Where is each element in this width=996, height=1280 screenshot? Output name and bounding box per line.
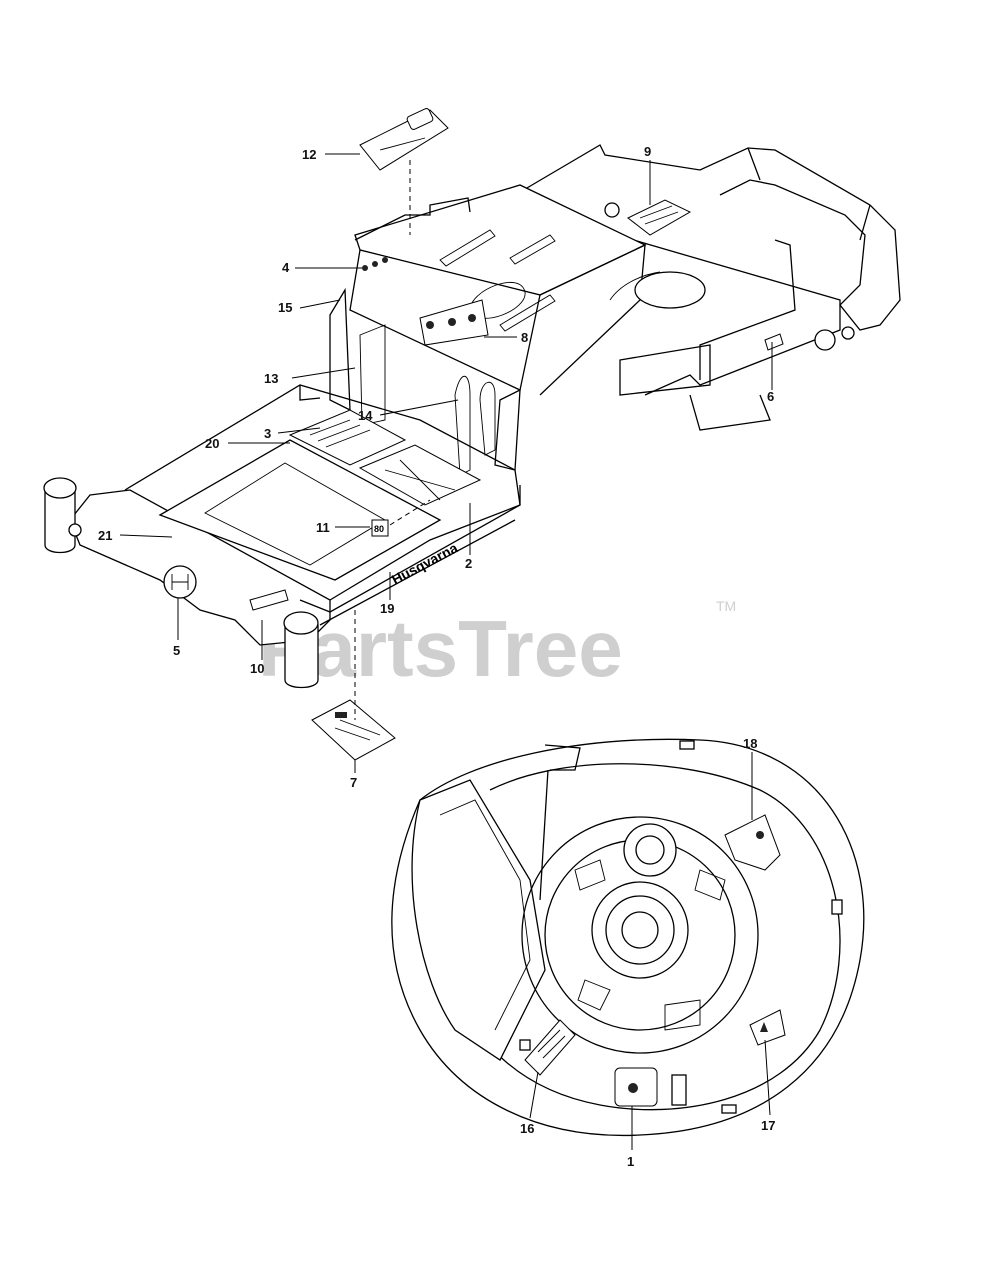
decal-12: [359, 108, 449, 171]
part-label-2: 2: [465, 556, 472, 571]
decal-18: [724, 814, 781, 871]
part-label-19: 19: [380, 601, 394, 616]
decal-7: [311, 699, 396, 761]
part-label-14: 14: [358, 408, 373, 423]
leader-lines: [119, 153, 773, 1150]
part-label-18: 18: [743, 736, 757, 751]
part-label-9: 9: [644, 144, 651, 159]
part-label-21: 21: [98, 528, 112, 543]
husqvarna-logo-decal: [163, 565, 197, 599]
decal-6: [764, 333, 784, 351]
part-label-6: 6: [767, 389, 774, 404]
decal-11-text: 80: [374, 524, 384, 534]
brand-text: Husqvarna: [389, 539, 461, 587]
decal-1: [614, 1067, 687, 1107]
part-label-7: 7: [350, 775, 357, 790]
part-label-12: 12: [302, 147, 316, 162]
decal-11: 80: [371, 519, 389, 537]
part-label-8: 8: [521, 330, 528, 345]
part-label-1: 1: [627, 1154, 634, 1169]
part-label-16: 16: [520, 1121, 534, 1136]
decal-2: [358, 444, 482, 506]
part-label-5: 5: [173, 643, 180, 658]
decal-3: [288, 409, 407, 466]
part-label-20: 20: [205, 436, 219, 451]
watermark-trademark: TM: [716, 598, 736, 614]
part-label-10: 10: [250, 661, 264, 676]
decal-9: [627, 199, 692, 236]
part-label-11: 11: [316, 520, 330, 535]
locator-line-11: [389, 499, 431, 526]
part-label-13: 13: [264, 371, 278, 386]
decal-10: [249, 589, 289, 611]
decal-8: [419, 299, 489, 346]
part-label-3: 3: [264, 426, 271, 441]
husqvarna-brand-decal: Husqvarna: [389, 539, 461, 587]
decal-17: [749, 1009, 786, 1046]
part-label-17: 17: [761, 1118, 775, 1133]
part-label-4: 4: [282, 260, 290, 275]
decal-4: [362, 257, 388, 271]
decal-16: [524, 1019, 576, 1076]
part-label-15: 15: [278, 300, 292, 315]
